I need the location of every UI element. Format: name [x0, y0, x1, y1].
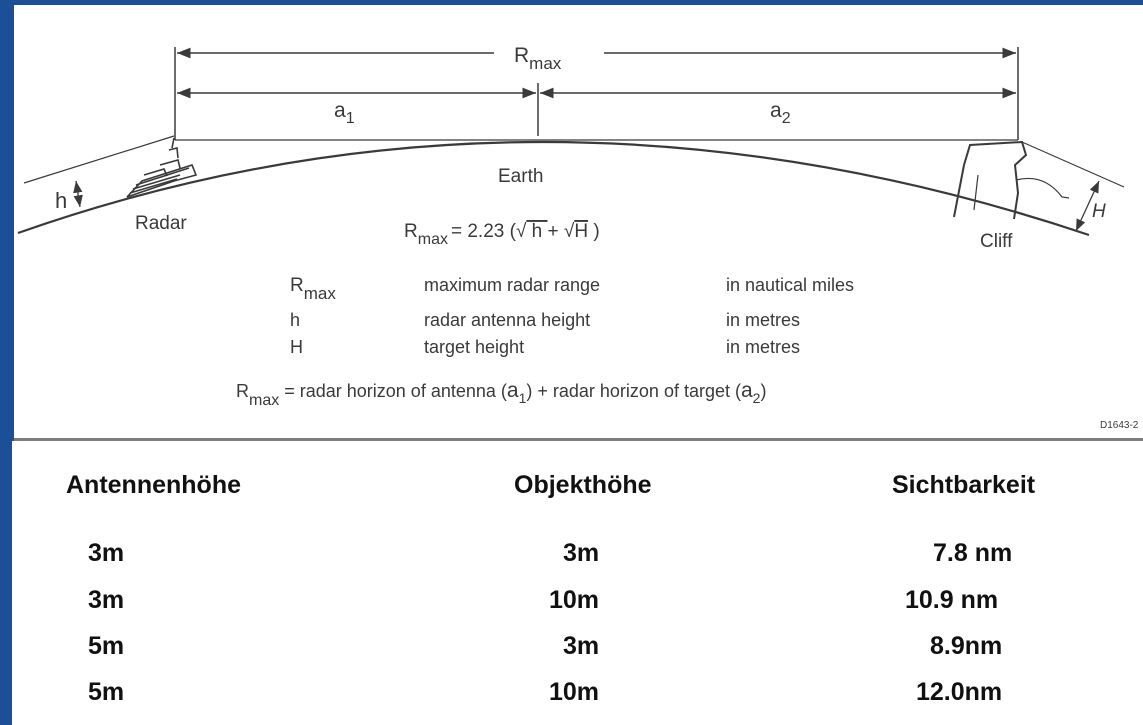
antenna-height-cell: 5m [88, 632, 125, 660]
column-header-antenna-height: Antennenhöhe [66, 471, 241, 499]
object-height-cell: 10m [549, 678, 600, 706]
a1-label: a1 [334, 99, 355, 127]
visibility-cell: 12.0nm [916, 678, 1003, 706]
earth-curve [17, 140, 1090, 237]
a2-label: a2 [770, 99, 791, 127]
legend-unit-rmax: in nautical miles [726, 275, 854, 295]
earth-label: Earth [498, 166, 543, 187]
figure-code: D1643-2 [1100, 420, 1139, 431]
object-height-cell: 10m [549, 586, 600, 614]
h-bracket-top [23, 135, 175, 184]
column-header-object-height: Objekthöhe [514, 471, 652, 499]
cliff-icon [953, 140, 1070, 220]
legend: Rmax maximum radar range in nautical mil… [290, 275, 854, 357]
radar-label: Radar [135, 213, 187, 234]
rmax-label: Rmax [514, 44, 562, 73]
object-height-cell: 3m [563, 632, 600, 660]
legend-symbol-H: H [290, 337, 303, 357]
formula: Rmax= 2.23 (√ h + √H ) [404, 221, 600, 248]
radar-range-diagram: Rmax a1 a2 h Radar [14, 5, 1143, 441]
visibility-cell: 7.8 nm [933, 539, 1013, 567]
visibility-cell: 8.9nm [930, 632, 1003, 660]
legend-desc-rmax: maximum radar range [424, 275, 600, 295]
legend-symbol-rmax: Rmax [290, 275, 336, 303]
object-height-cell: 3m [563, 539, 600, 567]
H-label: H [1092, 201, 1106, 222]
H-bracket-top [1021, 141, 1125, 188]
summary-formula: Rmax = radar horizon of antenna (a1) + r… [236, 379, 766, 409]
H-arrow [1075, 180, 1100, 232]
ship-icon [126, 137, 198, 198]
antenna-height-cell: 3m [88, 539, 125, 567]
visibility-cell: 10.9 nm [905, 586, 999, 614]
h-arrow [73, 180, 83, 208]
antenna-height-cell: 5m [88, 678, 125, 706]
antenna-height-cell: 3m [88, 586, 125, 614]
h-label: h [55, 188, 67, 213]
visibility-table: Antennenhöhe Objekthöhe Sichtbarkeit 3m … [12, 441, 1143, 725]
legend-unit-H: in metres [726, 337, 800, 357]
cliff-label: Cliff [980, 231, 1013, 252]
legend-desc-H: target height [424, 337, 524, 357]
column-header-visibility: Sichtbarkeit [892, 471, 1036, 499]
legend-symbol-h: h [290, 310, 300, 330]
legend-unit-h: in metres [726, 310, 800, 330]
legend-desc-h: radar antenna height [424, 310, 590, 330]
